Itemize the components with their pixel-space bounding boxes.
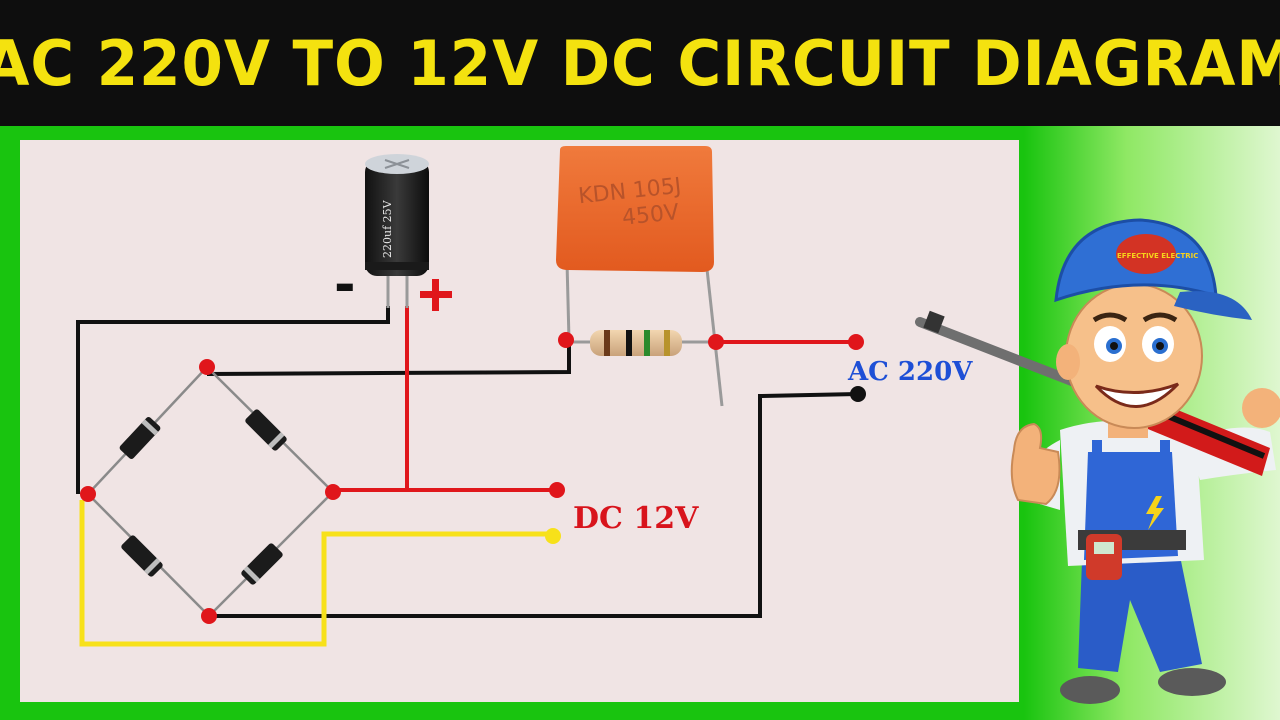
diagram-panel <box>20 140 1019 702</box>
electrolytic-capacitor-icon: 220uf 25V <box>365 154 429 308</box>
minus-label: - <box>334 255 356 315</box>
wire-yellow-negative <box>79 500 553 647</box>
title-bar: AC 220V TO 12V DC CIRCUIT DIAGRAM <box>0 0 1280 126</box>
film-capacitor-icon: KDN 105J 450V <box>556 146 724 407</box>
diode-top-left-icon <box>119 417 161 459</box>
wire-black-ac-top <box>206 340 571 376</box>
page-title: AC 220V TO 12V DC CIRCUIT DIAGRAM <box>0 26 1280 100</box>
wire-black-negative <box>76 306 390 494</box>
capacitor-marking: 220uf 25V <box>381 199 394 258</box>
wire-black-ac-bottom <box>209 392 859 618</box>
diode-top-right-icon <box>245 409 287 451</box>
electrician-mascot-icon: EFFECTIVE ELECTRIC <box>915 218 1280 704</box>
bridge-rectifier <box>87 366 334 617</box>
mascot-cap-logo: EFFECTIVE ELECTRIC <box>1117 252 1198 260</box>
nodes <box>80 332 866 624</box>
diode-bottom-left-icon <box>121 535 163 577</box>
diode-bottom-right-icon <box>241 543 283 585</box>
dc-output-label: DC 12V <box>573 501 699 536</box>
plus-sign-icon <box>420 279 452 311</box>
ac-input-label: AC 220V <box>847 357 973 387</box>
film-cap-line2: 450V <box>621 200 680 231</box>
resistor-icon <box>569 330 716 356</box>
